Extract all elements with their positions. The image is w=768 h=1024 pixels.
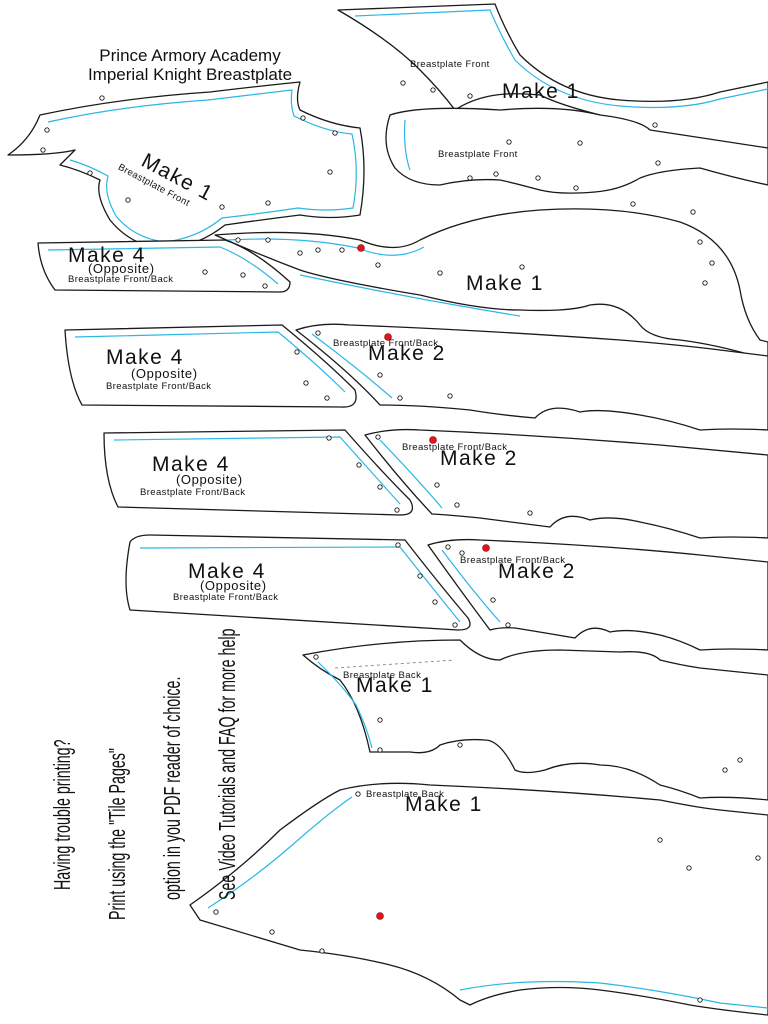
pattern-piece-side-4: Make 4 (Opposite) Breastplate Front/Back (125, 534, 471, 631)
help-line-4: See Video Tutorials and FAQ for more hel… (216, 629, 241, 900)
help-line-1: Having trouble printing? (51, 739, 76, 890)
piece-make-count: Make 1 (502, 80, 580, 103)
piece-label: Breastplate Front/Back (333, 338, 438, 349)
piece-label: Breastplate Front/Back (460, 555, 565, 566)
piece-label: Breastplate Front/Back (106, 381, 211, 392)
help-line-3: option in you PDF reader of choice. (161, 677, 186, 900)
piece-label: Breastplate Front/Back (140, 487, 245, 498)
piece-make-count: Make 1 (405, 793, 483, 816)
piece-opposite-note: (Opposite) (88, 261, 155, 276)
piece-label: Breastplate Front/Back (173, 592, 278, 603)
piece-make-count: Make 1 (356, 674, 434, 697)
piece-label: Breastplate Back (366, 789, 444, 800)
piece-make-count: Make 4 (68, 244, 146, 267)
pattern-piece-front-large: Breastplate Front (385, 107, 768, 215)
pattern-piece-back-upper: Breastplate Back Make 1 (302, 639, 768, 801)
pattern-piece-front-back-1: Breastplate Front/Back Make 2 (295, 323, 768, 431)
piece-make-count: Make 2 (498, 560, 576, 583)
pattern-piece-front-back-3: Breastplate Front/Back Make 2 (427, 538, 768, 651)
help-line-2: Print using the "Tile Pages" (106, 748, 131, 920)
piece-label: Breastplate Front (438, 149, 518, 160)
pattern-piece-front-cutout: Make 1 (214, 208, 768, 361)
piece-make-count: Make 4 (152, 453, 230, 476)
piece-opposite-note: (Opposite) (176, 472, 243, 487)
printing-help-note: Having trouble printing? Print using the… (51, 629, 241, 920)
piece-make-count: Make 4 (106, 346, 184, 369)
title-line-1: Prince Armory Academy (99, 46, 281, 65)
pattern-piece-back-lower: Breastplate Back Make 1 (189, 782, 768, 1016)
piece-make-count: Make 4 (188, 560, 266, 583)
pattern-piece-side-1: Make 4 (Opposite) Breastplate Front/Back (37, 239, 291, 293)
piece-label: Breastplate Front/Back (68, 274, 173, 285)
pattern-piece-side-2: Make 4 (Opposite) Breastplate Front/Back (64, 324, 357, 408)
pattern-piece-front-back-2: Breastplate Front/Back Make 2 (364, 428, 768, 539)
title-line-2: Imperial Knight Breastplate (88, 65, 292, 84)
piece-label: Breastplate Front (410, 59, 490, 70)
piece-label: Breastplate Back (343, 670, 421, 681)
piece-make-count: Make 2 (440, 447, 518, 470)
pattern-piece-front-rotated: Make 1 Breastplate Front (7, 81, 365, 251)
piece-label: Breastplate Front/Back (402, 442, 507, 453)
piece-make-count: Make 2 (368, 342, 446, 365)
piece-opposite-note: (Opposite) (200, 578, 267, 593)
pattern-piece-side-3: Make 4 (Opposite) Breastplate Front/Back (103, 429, 414, 516)
piece-make-count: Make 1 (466, 272, 544, 295)
piece-opposite-note: (Opposite) (131, 366, 198, 381)
document-title: Prince Armory Academy Imperial Knight Br… (88, 46, 292, 84)
